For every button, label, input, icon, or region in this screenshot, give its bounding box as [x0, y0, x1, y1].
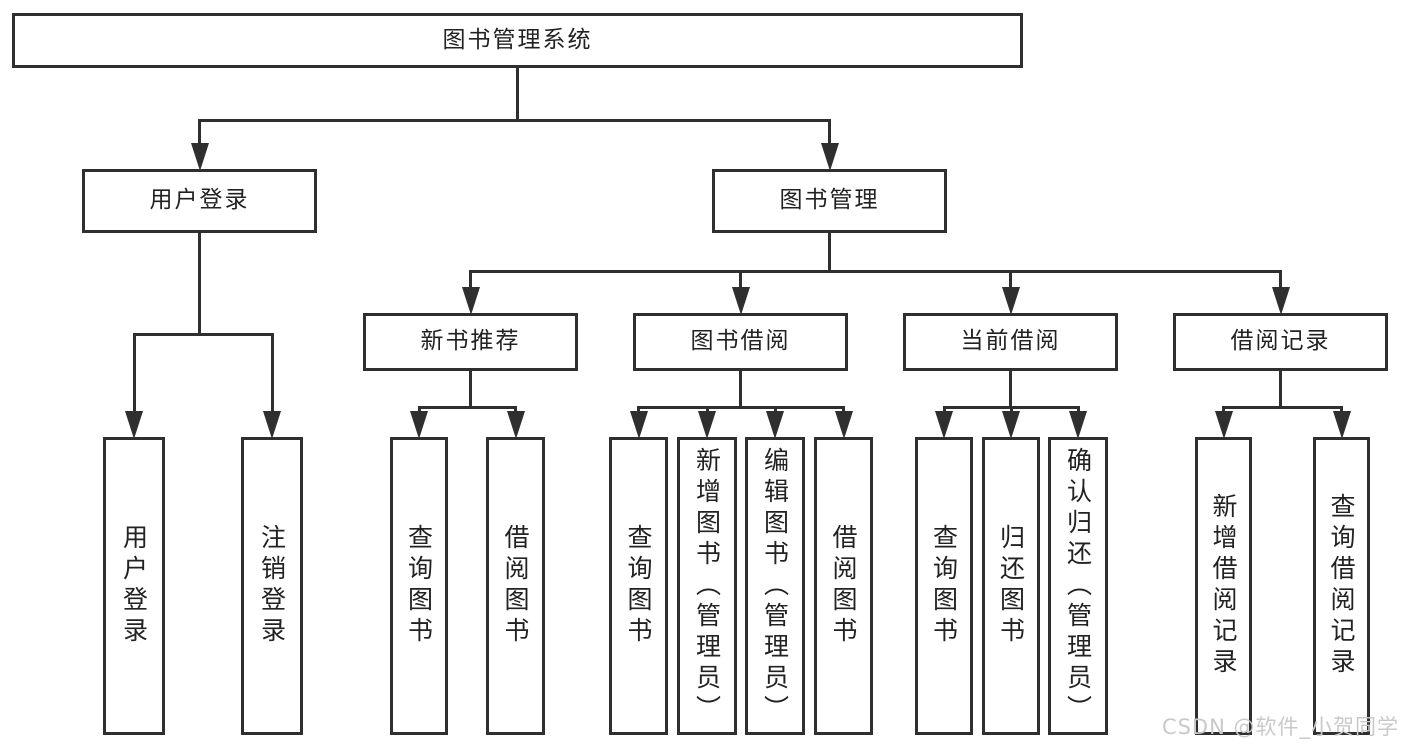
connector-line [198, 118, 831, 122]
connector-line [739, 271, 742, 291]
arrow-down-icon [1069, 411, 1087, 439]
node-leaf-return-book: 归还图书 [982, 437, 1040, 735]
node-label: 新增图书（管理员） [692, 446, 722, 726]
connector-line [1222, 405, 1343, 409]
node-leaf-search-borrow-record: 查询借阅记录 [1313, 437, 1370, 735]
node-library-system: 图书管理系统 [12, 13, 1023, 68]
arrow-down-icon [1002, 411, 1020, 439]
node-label: 新增借阅记录 [1209, 493, 1238, 679]
connector-line [637, 405, 845, 409]
node-leaf-user-login: 用户登录 [103, 437, 165, 735]
node-leaf-edit-book-admin: 编辑图书（管理员） [745, 437, 805, 735]
arrow-down-icon [731, 287, 750, 315]
node-current-borrowing: 当前借阅 [903, 313, 1118, 371]
arrow-down-icon [506, 411, 525, 439]
node-user-login: 用户登录 [82, 169, 317, 233]
arrow-down-icon [190, 143, 209, 171]
connector-line [1009, 271, 1012, 291]
connector-line [1009, 371, 1012, 409]
connector-line [828, 233, 831, 273]
connector-line [828, 120, 831, 147]
node-borrowing-records: 借阅记录 [1173, 313, 1388, 371]
node-label: 借阅图书 [501, 524, 530, 648]
node-label: 新书推荐 [420, 328, 521, 355]
connector-line [1279, 271, 1282, 291]
node-label: 归还图书 [996, 524, 1026, 648]
node-book-management: 图书管理 [712, 169, 947, 233]
node-leaf-logout: 注销登录 [241, 437, 303, 735]
connector-line [270, 334, 274, 415]
node-leaf-add-book-admin: 新增图书（管理员） [677, 437, 737, 735]
node-label: 注销登录 [257, 524, 287, 648]
node-book-borrowing: 图书借阅 [633, 313, 848, 371]
arrow-down-icon [766, 411, 784, 439]
connector-line [417, 405, 517, 409]
node-leaf-borrow-books-borrow: 借阅图书 [814, 437, 873, 735]
arrow-down-icon [125, 411, 143, 439]
connector-line [132, 332, 274, 336]
arrow-down-icon [834, 411, 853, 439]
arrow-down-icon [1001, 287, 1020, 315]
connector-line [198, 120, 201, 147]
connector-line [469, 269, 1282, 273]
connector-line [739, 371, 742, 409]
node-label: 借阅图书 [829, 524, 858, 648]
node-leaf-search-books-recommend: 查询图书 [390, 437, 448, 735]
node-label: 用户登录 [119, 524, 149, 648]
node-leaf-confirm-return-admin: 确认归还（管理员） [1048, 437, 1108, 735]
node-label: 图书管理系统 [442, 26, 593, 53]
node-label: 图书管理 [779, 187, 880, 214]
connector-line [516, 68, 519, 122]
node-leaf-search-books-borrow: 查询图书 [609, 437, 668, 735]
node-leaf-search-books-current: 查询图书 [915, 437, 973, 735]
node-label: 查询图书 [404, 524, 434, 648]
node-label: 借阅记录 [1230, 328, 1331, 355]
arrow-down-icon [935, 411, 953, 439]
arrow-down-icon [410, 411, 428, 439]
node-label: 确认归还（管理员） [1063, 446, 1093, 726]
connector-line [198, 233, 201, 336]
connector-line [132, 334, 136, 415]
node-leaf-add-borrow-record: 新增借阅记录 [1195, 437, 1252, 735]
arrow-down-icon [1214, 411, 1233, 439]
arrow-down-icon [1271, 287, 1290, 315]
node-leaf-borrow-books-recommend: 借阅图书 [486, 437, 545, 735]
node-label: 查询图书 [929, 524, 959, 648]
connector-line [469, 271, 472, 291]
arrow-down-icon [820, 143, 839, 171]
arrow-down-icon [461, 287, 480, 315]
node-label: 当前借阅 [960, 328, 1061, 355]
arrow-down-icon [263, 411, 281, 439]
connector-line [1279, 371, 1282, 409]
node-label: 查询图书 [624, 524, 653, 648]
arrow-down-icon [698, 411, 716, 439]
node-label: 图书借阅 [690, 328, 791, 355]
connector-line [469, 371, 472, 409]
watermark-text: CSDN @软件_小贺同学 [1161, 715, 1399, 739]
arrow-down-icon [1332, 411, 1351, 439]
arrow-down-icon [629, 411, 648, 439]
node-new-book-recommend: 新书推荐 [363, 313, 578, 371]
node-label: 查询借阅记录 [1327, 493, 1356, 679]
node-label: 用户登录 [149, 187, 250, 214]
node-label: 编辑图书（管理员） [760, 446, 790, 726]
